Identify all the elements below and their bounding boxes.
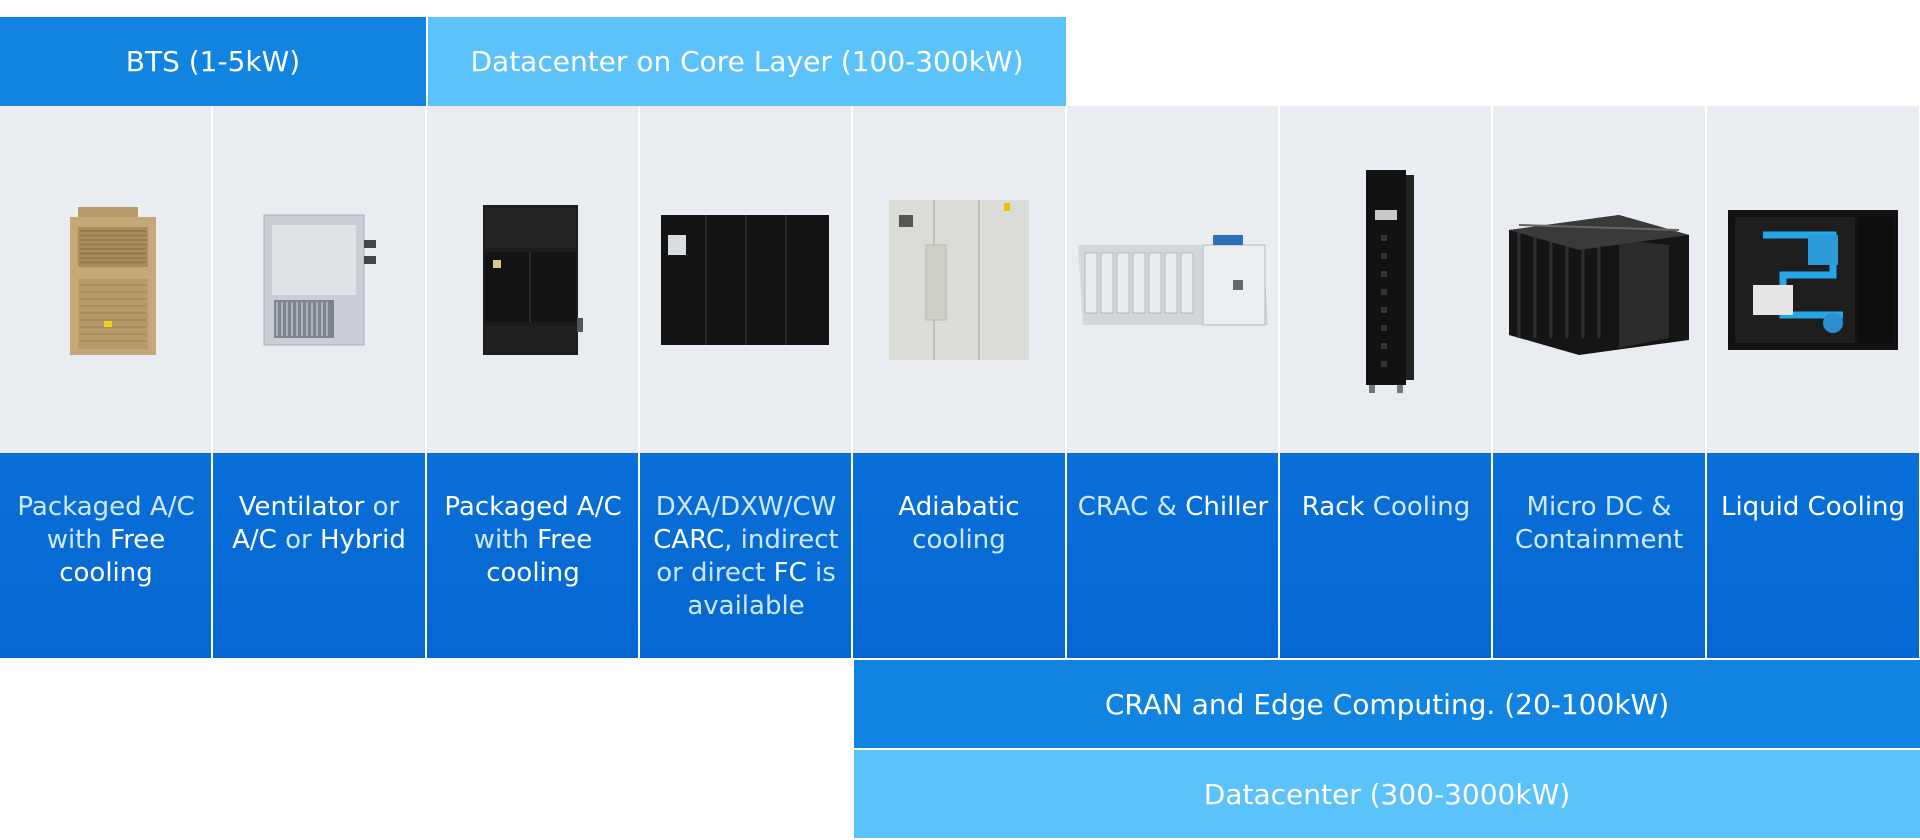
liquid-cooling-pc-icon [1723, 205, 1903, 355]
product-label-part: Adiabatic [898, 492, 1020, 522]
product-label-part: Packaged A/C [444, 492, 622, 522]
product-label-part: Rack [1301, 492, 1365, 522]
product-label: Adiabatic cooling [859, 491, 1059, 557]
bts-band: BTS (1-5kW) [0, 17, 426, 106]
datacenter-core-band-label: Datacenter on Core Layer (100-300kW) [470, 45, 1024, 78]
column-divider [425, 106, 427, 658]
adiabatic-unit-icon [884, 195, 1034, 365]
product-label-part: Free [537, 525, 593, 555]
column-divider [638, 106, 640, 658]
product-column: Adiabatic cooling [853, 106, 1065, 658]
product-label-part: Ventilator [238, 492, 365, 522]
chiller-unit-icon [1073, 225, 1273, 335]
column-divider [1065, 106, 1067, 658]
product-label-part: cooling [59, 558, 153, 588]
product-label-cell: Adiabatic cooling [853, 453, 1065, 658]
product-label-part: FC [773, 558, 807, 588]
product-image-cell [640, 106, 852, 453]
product-label-part: Free [110, 525, 166, 555]
packaged-ac-black-icon [473, 200, 593, 360]
product-label-part: Containment [1514, 525, 1684, 555]
product-column: CRAC & Chiller [1067, 106, 1279, 658]
column-divider [1705, 106, 1707, 658]
product-label-part: is available [687, 558, 836, 621]
product-label: Packaged A/C with Free cooling [6, 491, 206, 590]
product-column: Micro DC & Containment [1493, 106, 1705, 658]
product-label-part: Chiller [1176, 492, 1269, 522]
product-column: Liquid Cooling [1707, 106, 1919, 658]
product-label-part: CARC [653, 525, 725, 555]
product-label-part: with [473, 525, 538, 555]
product-label-part: Packaged A/C [17, 492, 195, 522]
product-image-cell [213, 106, 425, 453]
product-label-part: with [46, 525, 111, 555]
column-divider [851, 106, 853, 658]
rack-cooler-icon [1351, 165, 1421, 395]
product-label: DXA/DXW/CW CARC, indirect or direct FC i… [646, 491, 846, 623]
product-label-part: cooling [912, 525, 1006, 555]
product-label-part: DXA/DXW/CW [655, 492, 837, 522]
product-image-cell [1493, 106, 1705, 453]
product-column: Packaged A/C with Free cooling [427, 106, 639, 658]
product-label-cell: Packaged A/C with Free cooling [427, 453, 639, 658]
product-image-cell [1067, 106, 1279, 453]
product-column: Rack Cooling [1280, 106, 1492, 658]
product-label-part: Micro DC & [1526, 492, 1672, 522]
product-label-part: Cooling [1364, 492, 1471, 522]
product-label-cell: Micro DC & Containment [1493, 453, 1705, 658]
product-label-part: Hybrid [319, 525, 406, 555]
product-label-cell: Ventilator or A/C or Hybrid [213, 453, 425, 658]
column-divider [211, 106, 213, 658]
product-label-part: CRAC & [1077, 492, 1177, 522]
product-label-part: Liquid Cooling [1720, 492, 1906, 522]
product-column: Ventilator or A/C or Hybrid [213, 106, 425, 658]
product-label: CRAC & Chiller [1073, 491, 1273, 524]
cran-edge-band-label: CRAN and Edge Computing. (20-100kW) [1104, 687, 1670, 721]
product-label: Ventilator or A/C or Hybrid [219, 491, 419, 557]
product-label: Liquid Cooling [1713, 491, 1913, 524]
product-label-cell: DXA/DXW/CW CARC, indirect or direct FC i… [640, 453, 852, 658]
datacenter-band: Datacenter (300-3000kW) [854, 750, 1920, 838]
datacenter-band-label: Datacenter (300-3000kW) [1203, 777, 1571, 811]
product-label: Rack Cooling [1286, 491, 1486, 524]
datacenter-core-band: Datacenter on Core Layer (100-300kW) [428, 17, 1066, 106]
micro-dc-icon [1499, 200, 1699, 360]
product-label-cell: Rack Cooling [1280, 453, 1492, 658]
product-label-part: A/C [232, 525, 277, 555]
product-image-cell [1280, 106, 1492, 453]
product-label-cell: Liquid Cooling [1707, 453, 1919, 658]
product-column: DXA/DXW/CW CARC, indirect or direct FC i… [640, 106, 852, 658]
product-label-part: or [364, 492, 400, 522]
product-image-cell [427, 106, 639, 453]
product-image-cell [1707, 106, 1919, 453]
product-label-part: or [276, 525, 320, 555]
product-label: Packaged A/C with Free cooling [433, 491, 633, 590]
product-label-cell: Packaged A/C with Free cooling [0, 453, 212, 658]
packaged-ac-beige-icon [56, 205, 156, 355]
product-image-cell [853, 106, 1065, 453]
ventilator-unit-icon [254, 210, 384, 350]
product-label-part: , indirect or direct [656, 525, 839, 588]
product-image-cell [0, 106, 212, 453]
product-label-part: cooling [486, 558, 580, 588]
column-divider [1278, 106, 1280, 658]
product-label-cell: CRAC & Chiller [1067, 453, 1279, 658]
dx-cabinet-icon [656, 210, 836, 350]
column-divider [1491, 106, 1493, 658]
bts-band-label: BTS (1-5kW) [125, 45, 301, 78]
product-label: Micro DC & Containment [1499, 491, 1699, 557]
cran-edge-band: CRAN and Edge Computing. (20-100kW) [854, 660, 1920, 748]
product-column: Packaged A/C with Free cooling [0, 106, 212, 658]
